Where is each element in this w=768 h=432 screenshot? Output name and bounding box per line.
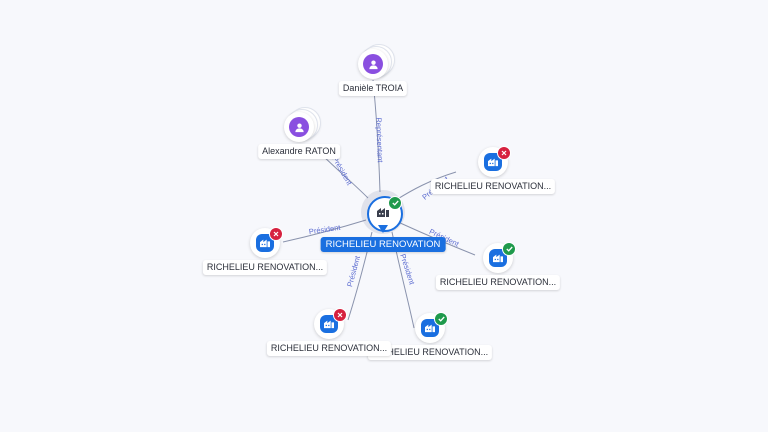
node-label-c4[interactable]: RICHELIEU RENOVATION... <box>266 341 392 356</box>
node-label-alexandre[interactable]: Alexandre RATON <box>258 144 340 159</box>
active-status-badge <box>502 242 516 256</box>
edge-c5 <box>282 219 367 243</box>
edge-label-c5: Président <box>308 223 342 236</box>
active-status-badge <box>388 196 402 210</box>
building-icon <box>320 315 338 333</box>
node-disc <box>358 49 388 79</box>
inactive-status-badge <box>497 146 511 160</box>
person-icon <box>289 117 309 137</box>
building-icon <box>375 204 391 220</box>
building-icon <box>484 153 502 171</box>
inactive-status-badge <box>269 227 283 241</box>
building-icon <box>421 319 439 337</box>
node-label-c1[interactable]: RICHELIEU RENOVATION... <box>430 179 556 194</box>
node-disc <box>284 112 314 142</box>
edge-label-c4: Président <box>345 254 362 288</box>
edge-label-c3: Président <box>398 253 417 287</box>
edge-c1 <box>395 171 457 201</box>
node-disc <box>483 243 513 273</box>
center-company-label[interactable]: RICHELIEU RENOVATION <box>320 237 446 252</box>
building-icon <box>489 249 507 267</box>
building-icon <box>256 234 274 252</box>
node-label-daniele[interactable]: Danièle TROIA <box>338 81 408 96</box>
node-label-c5[interactable]: RICHELIEU RENOVATION... <box>202 260 328 275</box>
person-icon <box>363 54 383 74</box>
edge-label-alexandre: Président <box>330 155 354 188</box>
edge-label-daniele: Représentant <box>374 117 385 163</box>
node-label-c2[interactable]: RICHELIEU RENOVATION... <box>435 275 561 290</box>
node-disc <box>250 228 280 258</box>
inactive-status-badge <box>333 308 347 322</box>
center-pin <box>378 225 388 233</box>
node-label-c3[interactable]: RICHELIEU RENOVATION... <box>367 345 493 360</box>
active-status-badge <box>434 312 448 326</box>
